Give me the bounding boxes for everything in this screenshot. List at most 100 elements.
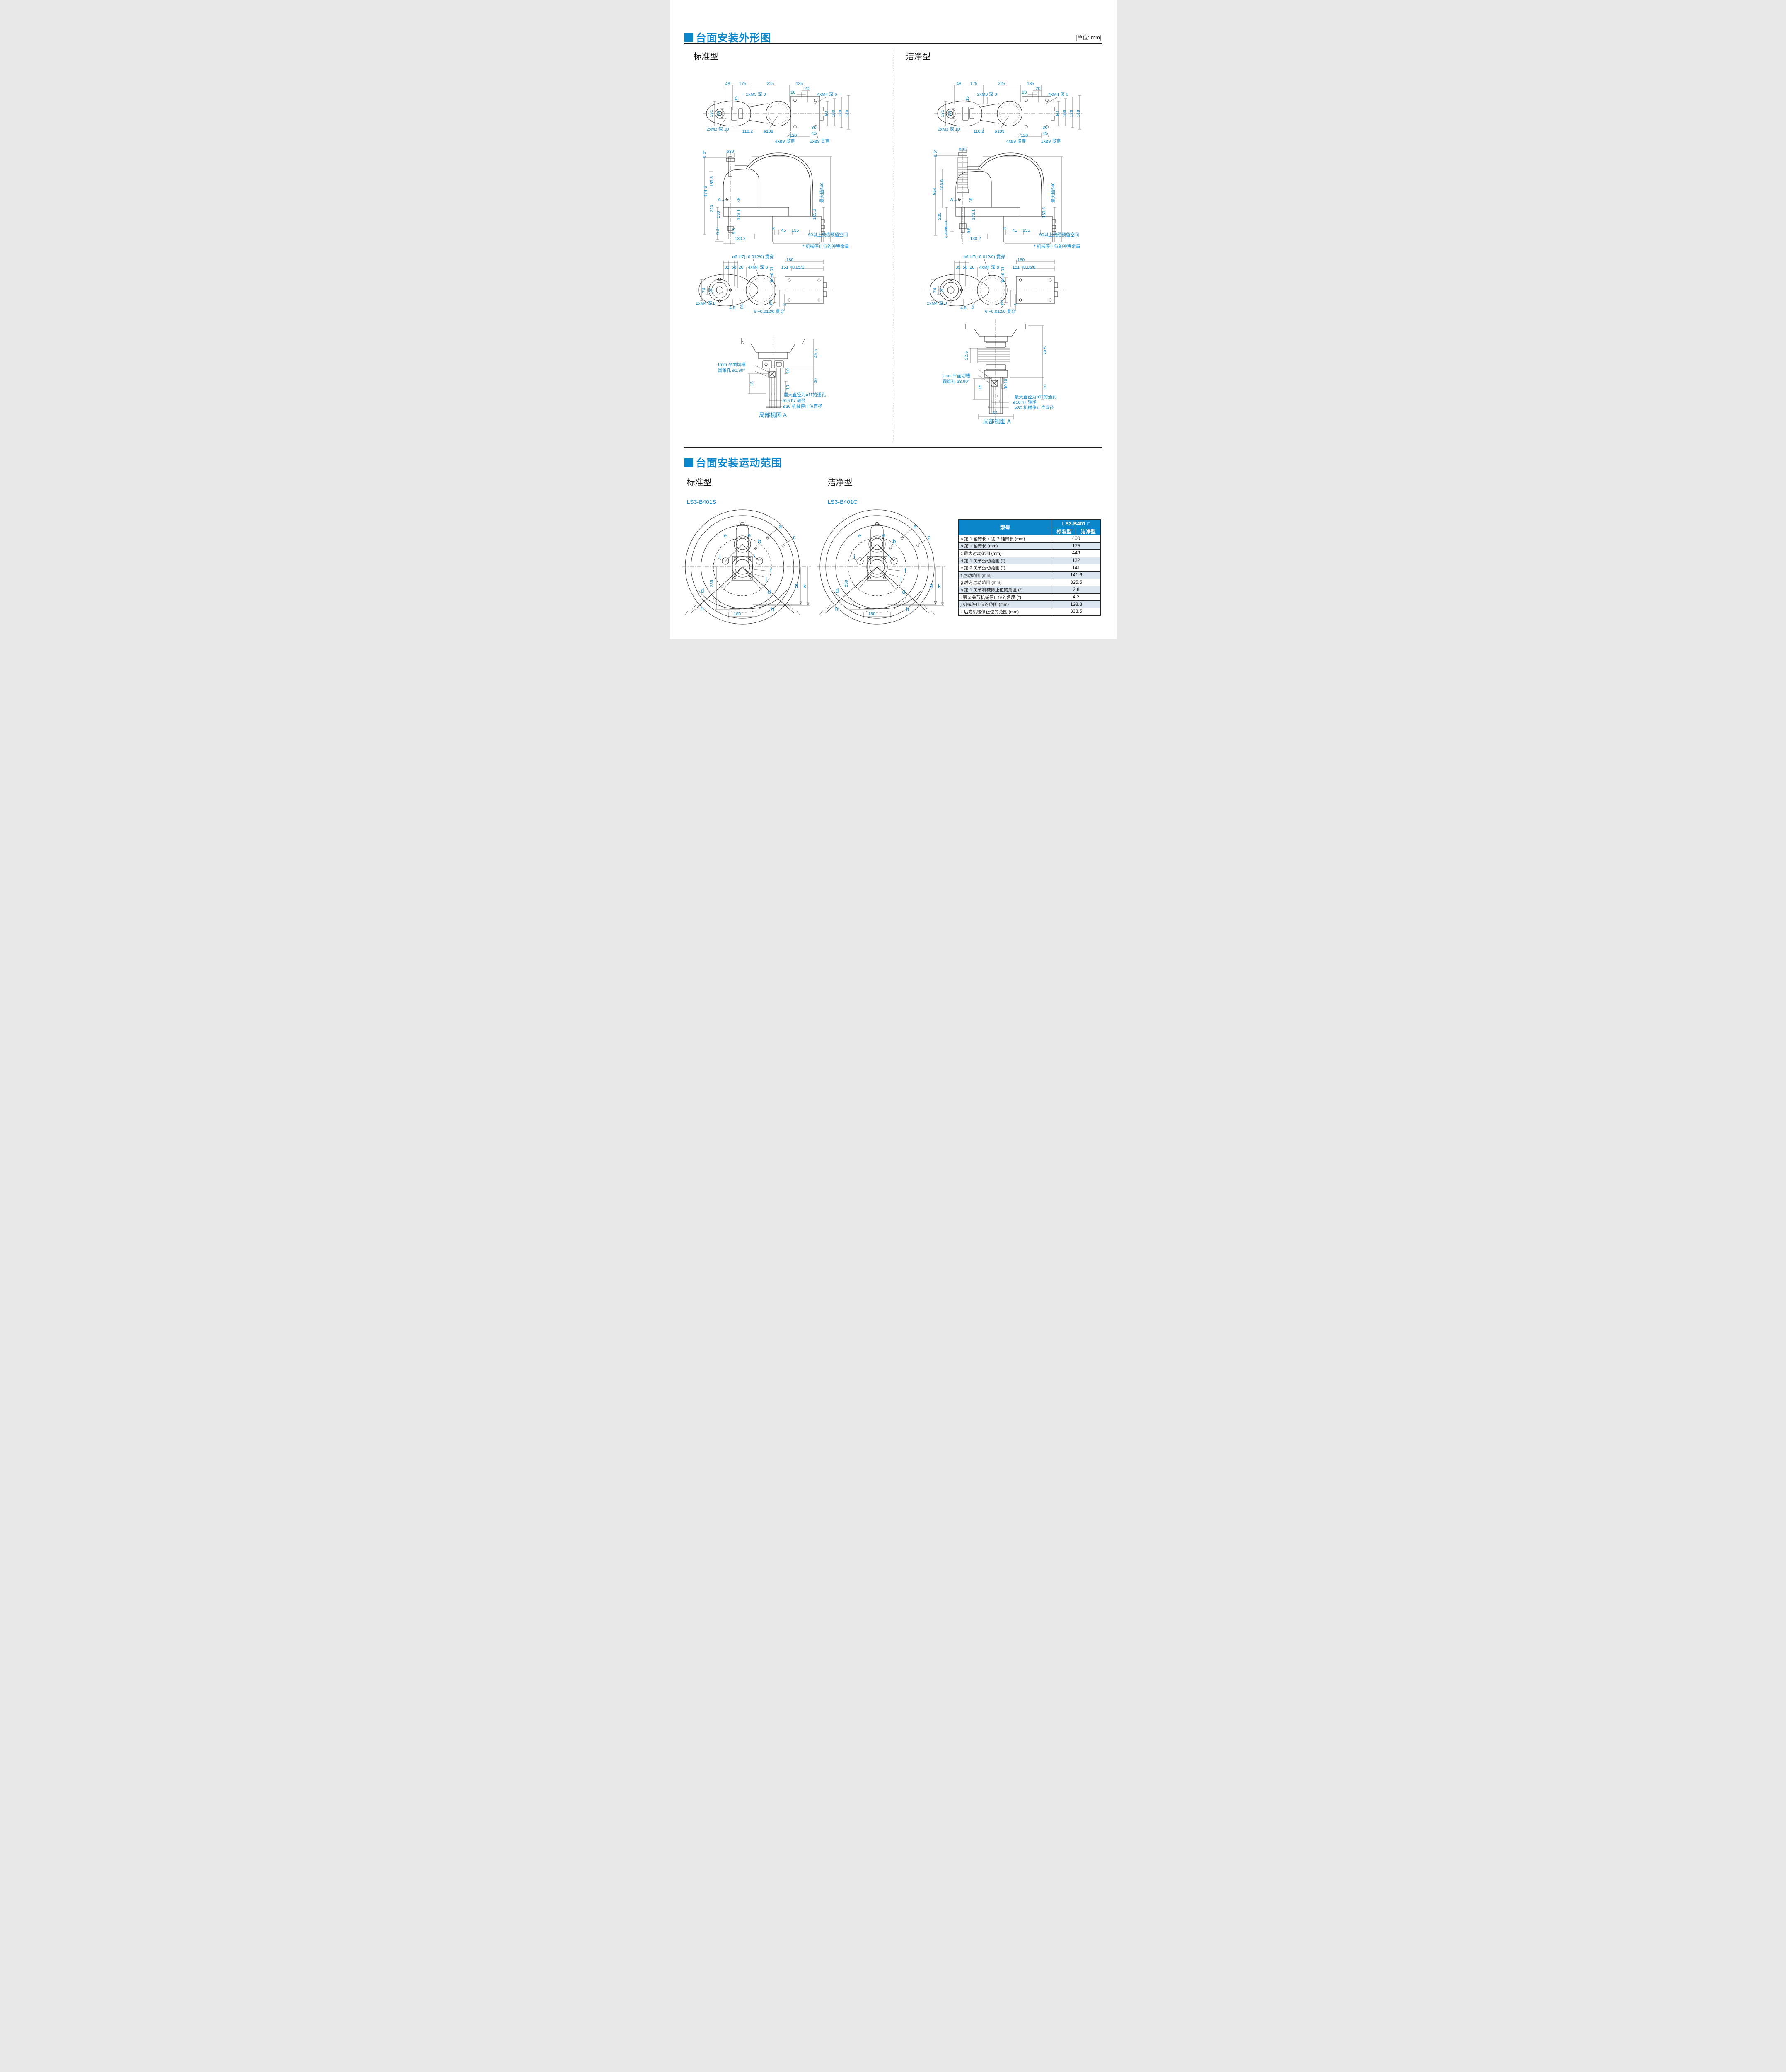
table-row: a 第 1 轴臂长 + 第 2 轴臂长 (mm)400: [958, 535, 1101, 543]
section2-standard-label: 标准型: [686, 478, 712, 487]
spec-label: i 第 2 关节机械停止位的角度 (°): [958, 593, 1052, 601]
dimension-label: 4xM4 深 6: [817, 92, 837, 97]
dimension-label: 90以上线缆预留空间: [808, 232, 848, 237]
spec-value: 325.5: [1051, 579, 1101, 587]
dimension-label: 20: [1022, 90, 1027, 95]
header-rule: [684, 43, 1102, 44]
table-row: d 第 1 关节运动范围 (°)132: [958, 557, 1101, 565]
standard-top-view-drawing: [703, 85, 852, 139]
dimension-label: 135: [1027, 81, 1034, 86]
table-row: j 机械停止位的范围 (mm)128.8: [958, 600, 1101, 608]
dimension-label: 180: [1017, 257, 1025, 262]
dimension-label: 局部视图 A: [983, 418, 1011, 425]
dimension-label: * 机械停止位的冲程余量: [1034, 244, 1080, 249]
dimension-label: 45: [1042, 131, 1048, 136]
dimension-label: 8: [1002, 227, 1008, 230]
spec-value: 141: [1051, 564, 1101, 572]
dimension-label: 163.6: [1041, 207, 1046, 218]
dimension-label: 62: [992, 410, 998, 416]
dimension-label: 2xM3 深 3: [977, 92, 997, 97]
section1-title: 台面安装外形图: [696, 32, 771, 44]
dimension-label: 20: [1035, 86, 1041, 91]
dimension-label: 225: [766, 81, 774, 86]
spec-value: 2.8: [1051, 586, 1101, 594]
dimension-label: 79.5: [1042, 346, 1048, 355]
clean-motion-range-drawing: [817, 509, 945, 625]
dimension-label: i: [888, 552, 890, 559]
dimension-label: 2xø9 贯穿: [1041, 138, 1061, 144]
dimension-label: 5.5: [731, 228, 737, 235]
dimension-label: f: [770, 567, 772, 574]
dimension-label: 38: [736, 198, 741, 203]
dimension-label: h: [771, 606, 775, 612]
dimension-label: 15: [964, 96, 970, 101]
dimension-label: 20: [804, 86, 810, 91]
dimension-label: 15: [733, 96, 739, 101]
dimension-label: 38: [968, 198, 974, 203]
dimension-label: j: [765, 575, 767, 581]
dimension-label: h: [700, 605, 704, 612]
clean-detail-a-drawing: [965, 319, 1044, 424]
dimension-label: 6 +0.012/0 贯穿: [985, 309, 1016, 314]
motion-range-spec-table: 型号 LS3-B401 □ 标准型 洁净型 a 第 1 轴臂长 + 第 2 轴臂…: [958, 519, 1101, 616]
dimension-label: 1mm 平面切槽: [942, 373, 970, 378]
dimension-label: 45.5: [813, 349, 818, 358]
spec-value: 4.2: [1051, 593, 1101, 601]
spec-label: a 第 1 轴臂长 + 第 2 轴臂长 (mm): [958, 535, 1052, 543]
clean-side-view-drawing: [933, 148, 1063, 244]
section2-header: 台面安装运动范围: [684, 455, 782, 470]
section-marker-square: [684, 458, 693, 467]
dimension-label: 135: [1022, 228, 1030, 233]
dimension-label: ø16 h7 轴径: [1013, 399, 1037, 405]
spec-label: d 第 1 关节运动范围 (°): [958, 557, 1052, 565]
dimension-label: 35: [955, 264, 961, 270]
dimension-label: 9.5: [966, 227, 972, 234]
section1-clean-label: 洁净型: [906, 52, 931, 61]
dimension-label: 10: [1003, 384, 1008, 389]
dimension-label: 120: [789, 133, 797, 138]
dimension-label: 30: [811, 125, 817, 130]
dimension-label: ø6 H7(+0.012/0) 贯穿: [732, 254, 774, 259]
dimension-label: ø16 h7 轴径: [782, 398, 806, 403]
dimension-label: 4.5: [729, 305, 735, 310]
dimension-label: 100: [1062, 110, 1067, 117]
dimension-label: 225: [998, 81, 1005, 86]
dimension-label: 圆锥孔 ø3,90°: [942, 379, 970, 384]
dimension-label: 151 +0.05/0: [1012, 264, 1036, 270]
dimension-label: g: [929, 582, 933, 588]
dimension-label: ø30 机械停止位直径: [783, 404, 822, 409]
table-row: g 后方运动范围 (mm)325.5: [958, 579, 1101, 587]
dimension-label: 10: [1003, 379, 1008, 384]
dimension-label: ø109: [763, 128, 773, 134]
dimension-label: 最大值540: [819, 182, 824, 203]
dimension-label: i: [853, 553, 856, 560]
dimension-label: 250: [843, 580, 849, 587]
dimension-label: 235: [709, 580, 714, 587]
spec-value: 141.6: [1051, 571, 1101, 579]
dimension-label: 130.2: [735, 236, 746, 241]
spec-value: 333.5: [1051, 608, 1101, 616]
dimension-label: 135: [791, 228, 799, 233]
dimension-label: 20: [939, 288, 945, 293]
dimension-label: 118.2: [742, 128, 753, 134]
dimension-label: 30: [1042, 125, 1048, 130]
dimension-label: 2: [1013, 303, 1018, 306]
dimension-label: j: [900, 575, 902, 581]
dimension-label: 2xM4 深 8: [927, 300, 947, 306]
dimension-label: 60±0.01: [769, 266, 774, 282]
dimension-label: a: [778, 523, 782, 530]
dimension-label: A→: [718, 197, 725, 202]
dimension-label: ø6 H7(+0.012/0) 贯穿: [963, 254, 1005, 259]
spec-value: 175: [1051, 542, 1101, 550]
dimension-label: 圆锥孔 ø3,90°: [718, 368, 745, 373]
dimension-label: e: [858, 532, 862, 539]
dimension-label: 4xø9 贯穿: [1006, 138, 1026, 144]
spec-label: g 后方运动范围 (mm): [958, 579, 1052, 587]
dimension-label: 4.5: [960, 305, 967, 310]
dimension-label: 180: [786, 257, 794, 262]
dimension-label: a: [913, 523, 917, 530]
dimension-label: 120: [837, 110, 843, 117]
